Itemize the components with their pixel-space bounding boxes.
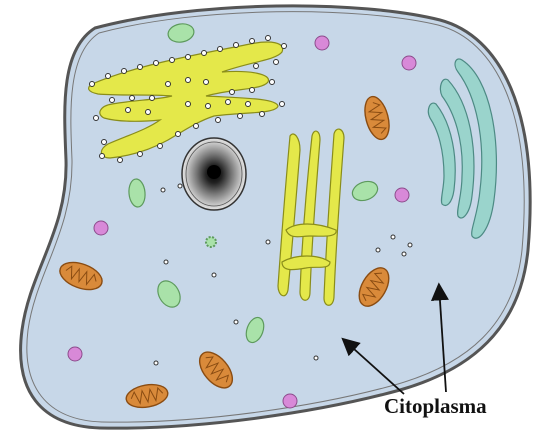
smooth-er — [278, 129, 344, 305]
centriole — [206, 237, 216, 247]
vesicle — [315, 36, 329, 50]
vesicle — [402, 56, 416, 70]
vesicle — [395, 188, 409, 202]
nucleus — [182, 138, 246, 210]
vesicle — [94, 221, 108, 235]
cell-membrane — [21, 6, 531, 428]
cytoplasm-label: Citoplasma — [384, 394, 487, 419]
vesicle — [68, 347, 82, 361]
vesicle — [283, 394, 297, 408]
